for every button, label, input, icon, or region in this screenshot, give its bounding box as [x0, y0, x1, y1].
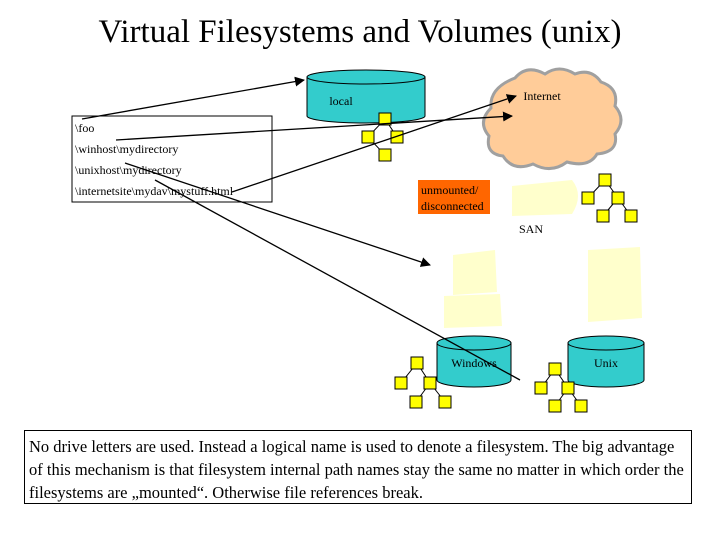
- windows-host: [444, 250, 502, 328]
- path-item: \foo: [75, 121, 94, 135]
- unmounted-label-line2: disconnected: [421, 199, 484, 213]
- windows-label: Windows: [451, 356, 497, 370]
- mapping-arrows: [81, 76, 521, 381]
- unix-host: [588, 247, 642, 322]
- slide-title: Virtual Filesystems and Volumes (unix): [98, 14, 622, 50]
- san-label: SAN: [519, 222, 543, 236]
- unix-label: Unix: [594, 356, 618, 370]
- path-list-box: \foo \winhost\mydirectory \unixhost\mydi…: [71, 115, 273, 203]
- windows-volume: Windows: [436, 335, 512, 388]
- local-label: local: [329, 94, 353, 108]
- san-volume: SAN: [512, 180, 578, 236]
- path-item: \internetsite\mydav\mystuff.html: [75, 184, 234, 198]
- unmounted-volume: unmounted/ disconnected: [418, 180, 490, 214]
- windows-directory-tree: [394, 356, 452, 409]
- san-directory-tree: [581, 173, 638, 223]
- internet-cloud: Internet: [482, 67, 623, 170]
- unmounted-label-line1: unmounted/: [421, 183, 479, 197]
- path-item: \winhost\mydirectory: [75, 142, 178, 156]
- arrow-unixhost-to-windows: [124, 162, 431, 267]
- explanation-note: No drive letters are used. Instead a log…: [24, 430, 692, 504]
- arrow-foo-to-local: [81, 76, 305, 120]
- unix-volume: Unix: [567, 335, 645, 388]
- arrow-internetsite-to-internet: [231, 94, 517, 193]
- path-item: \unixhost\mydirectory: [75, 163, 182, 177]
- local-volume: local: [306, 69, 426, 124]
- connector-line: [154, 179, 521, 381]
- local-directory-tree: [361, 112, 404, 162]
- internet-label: Internet: [523, 89, 561, 103]
- unix-directory-tree: [534, 362, 588, 413]
